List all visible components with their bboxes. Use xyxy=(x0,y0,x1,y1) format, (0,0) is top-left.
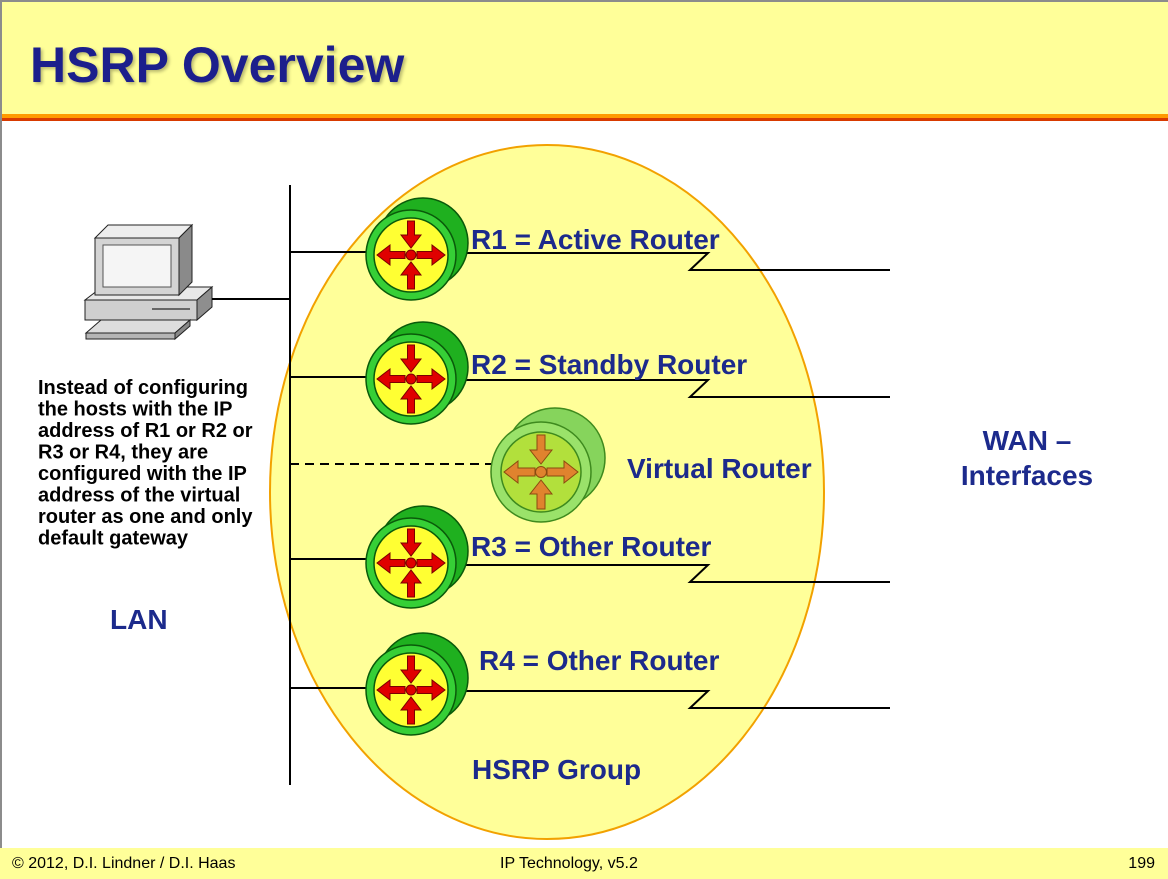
hsrp-diagram: R1 = Active Router R2 = Standby Router V… xyxy=(38,144,1093,840)
footer-course: IP Technology, v5.2 xyxy=(500,855,638,872)
slide: HSRP Overview xyxy=(0,0,1168,848)
r3-wan-link xyxy=(405,564,890,583)
r2-wan-link xyxy=(405,379,890,398)
note-line: router as one and only xyxy=(38,506,253,528)
wan-label-line1: WAN – xyxy=(983,425,1072,456)
router-r4-label: R4 = Other Router xyxy=(479,645,719,676)
r1-wan-link xyxy=(405,252,890,271)
note-line: default gateway xyxy=(38,528,189,550)
virtual-router-label: Virtual Router xyxy=(627,453,812,484)
page-title: HSRP Overview xyxy=(30,37,405,93)
header-divider-red xyxy=(2,118,1168,121)
note-line: address of the virtual xyxy=(38,485,240,507)
router-r1-label: R1 = Active Router xyxy=(471,224,720,255)
router-r3-label: R3 = Other Router xyxy=(471,531,711,562)
pc-icon xyxy=(83,223,214,341)
page-number: 199 xyxy=(1128,855,1155,872)
note-line: the hosts with the IP xyxy=(38,399,232,421)
note-line: R3 or R4, they are xyxy=(38,442,208,464)
note-line: address of R1 or R2 or xyxy=(38,420,253,442)
note-line: configured with the IP xyxy=(38,463,247,485)
r4-wan-link xyxy=(405,690,890,709)
slide-footer: © 2012, D.I. Lindner / D.I. Haas IP Tech… xyxy=(0,848,1168,879)
wan-label-line2: Interfaces xyxy=(961,460,1093,491)
lan-label: LAN xyxy=(110,604,168,635)
router-r2-label: R2 = Standby Router xyxy=(471,349,747,380)
note-line: Instead of configuring xyxy=(38,377,248,399)
gateway-note: Instead of configuring the hosts with th… xyxy=(38,377,253,550)
footer-copyright: © 2012, D.I. Lindner / D.I. Haas xyxy=(12,855,236,872)
slide-header: HSRP Overview xyxy=(2,2,1168,114)
hsrp-group-label: HSRP Group xyxy=(472,754,641,785)
header-divider-orange xyxy=(2,114,1168,118)
